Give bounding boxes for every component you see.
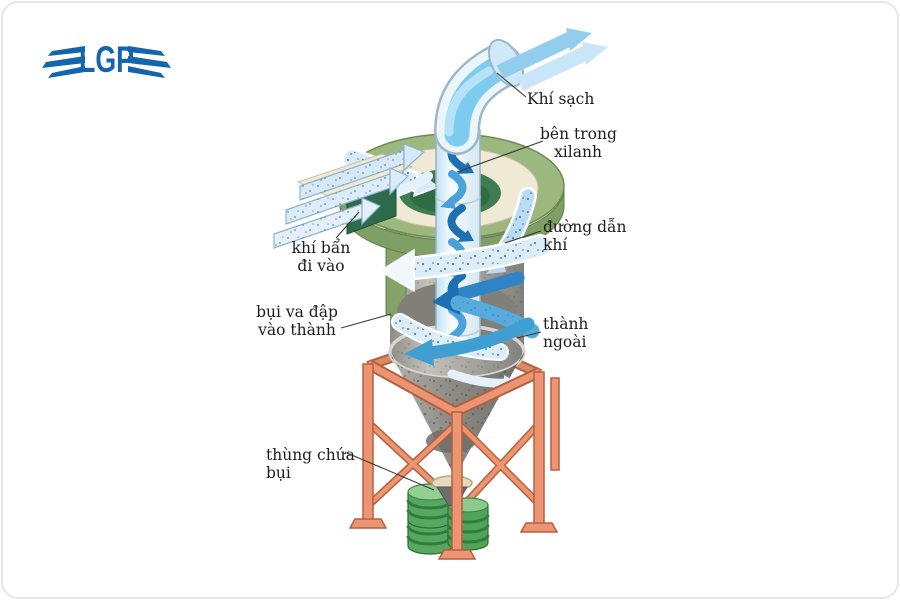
ribbon-top-speckles [408,238,548,276]
label-clean-air-text: Khí sạch [527,90,595,108]
inlet-arrow-2-speckles [286,174,390,224]
leader-clean-air [496,72,527,98]
label-clean-air: Khí sạch [527,90,595,109]
leader-lines [335,72,544,491]
clean-air-arrow-front-head [566,28,592,51]
inlet-duct [273,143,426,249]
label-inside-cylinder: bên trong xilanh [540,125,617,161]
label-air-duct: đường dẫn khí [543,218,627,254]
inner-cylinder-tube [435,129,481,349]
inlet-arrow-3-speckles [274,204,362,248]
cone-air-ribbon [447,369,511,388]
logo-right-wing-icon [128,46,171,78]
label-dirty-air-line1: khí bẩn [291,239,351,257]
label-dirty-air: khí bẩn đi vào [290,239,352,275]
label-inside-cylinder-line2: xilanh [554,142,602,161]
frame-foot-left [348,518,388,529]
frame-front-leg [437,411,477,560]
label-dust-impact-line2: vào thành [258,320,336,339]
cylinder-spiral-airflow [378,234,552,366]
frame-leg-back-right [550,377,560,471]
clean-air-arrows [496,28,608,91]
label-dust-impact-line1: bụi va đập [256,303,338,321]
frame-leg-front [451,411,463,553]
leader-dust-impact [340,313,392,329]
frame-leg-left [362,363,374,521]
clean-air-arrow-rear-head [582,42,608,65]
clean-air-arrow-front [496,32,574,79]
leader-dust-container [346,452,435,491]
frame-foot-front [437,549,477,560]
label-outer-wall: thành ngoài [543,315,589,351]
logo-left-wing-icon [42,46,85,78]
inlet-arrow-1-head [403,143,426,172]
ribbon-top-head [378,248,415,293]
label-outer-wall-line2: ngoài [543,332,587,351]
clean-air-arrow-rear [516,46,590,91]
inlet-arrow-3-head [361,197,382,226]
ribbon-bottom-blue [423,317,535,360]
ribbon-low-speckles [395,317,505,357]
leader-inside-cylinder [456,140,544,173]
inlet-arrow-1-speckles [300,150,404,200]
lgp-logo: LGP [42,39,171,80]
label-dust-container: thùng chứa bụi [266,446,355,482]
exhaust-pipe [434,28,608,155]
label-outer-wall-line1: thành [543,315,589,333]
pipe-flow-highlight [444,66,494,137]
ribbon-bottom-blue-head [404,339,434,366]
inlet-arrow-2-head [389,167,410,196]
cone-inner-shadow [426,429,476,453]
label-air-duct-line2: khí [543,235,568,254]
label-inside-cylinder-line1: bên trong [540,125,617,143]
label-dust-container-line1: thùng chứa [266,446,355,464]
frame-foot-right [519,522,559,533]
tube-joint-1 [435,195,481,205]
frame-leg-right [533,371,545,525]
dirty-air-arrows [273,143,426,249]
label-dust-impact: bụi va đập vào thành [252,303,342,339]
label-dirty-air-line2: đi vào [297,256,345,275]
leader-outer-wall [516,331,542,339]
label-air-duct-line1: đường dẫn [543,218,627,236]
leader-air-duct [504,230,542,244]
label-dust-container-line2: bụi [266,463,291,482]
logo-text: LGP [79,39,134,80]
leader-dirty-air [335,211,360,239]
ribbon-mid-dark [447,271,525,303]
